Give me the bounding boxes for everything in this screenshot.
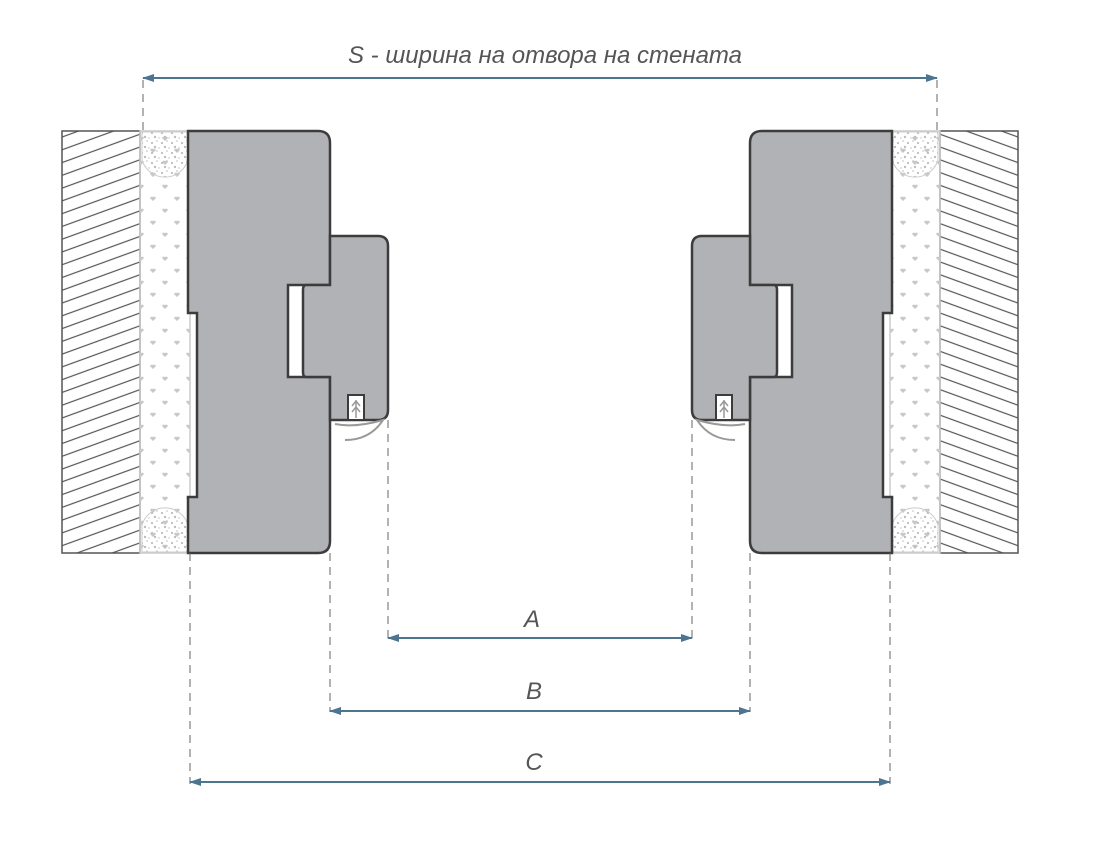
extension-lines (142, 80, 938, 784)
dimension-a-label: A (522, 606, 540, 633)
wall-opening-width-label: S - ширина на отвора на стената (348, 42, 742, 69)
left-frame-assembly (60, 129, 390, 555)
right-frame-assembly (690, 129, 1020, 555)
dimension-c-label: C (525, 749, 543, 776)
dimension-b-label: B (526, 678, 542, 705)
